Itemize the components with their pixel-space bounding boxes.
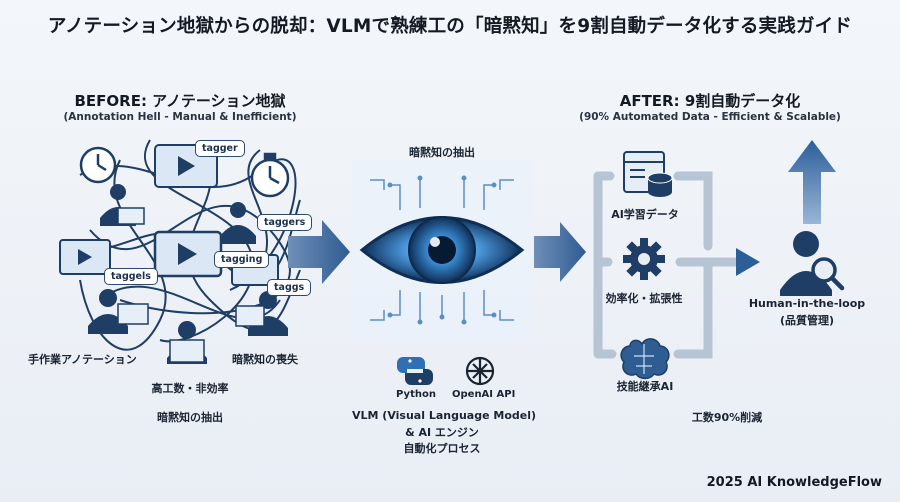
tag-chip: taggs [267, 279, 312, 296]
openai-label: OpenAI API [452, 389, 516, 400]
tag-chip: tagging [214, 251, 270, 268]
tag-chip: tagger [195, 140, 245, 157]
middle-bottom-line3: 自動化プロセス [403, 442, 481, 455]
label-skill-transfer-ai: 技能継承AI [616, 380, 674, 393]
middle-bottom-line2: & AI エンジン [405, 426, 479, 439]
human-in-loop-icon [780, 231, 845, 296]
label-high-cost: 高工数・非効率 [151, 382, 229, 395]
middle-bottom-line1: VLM (Visual Language Model) [352, 409, 537, 422]
vlm-eye-illustration [352, 160, 532, 340]
before-subheading: (Annotation Hell - Manual & Inefficient) [63, 111, 297, 123]
before-heading: BEFORE: アノテーション地獄 [74, 92, 286, 110]
before-bottom-label: 暗黙知の抽出 [157, 411, 223, 424]
python-label: Python [396, 389, 436, 400]
label-efficiency-scalability: 効率化・拡張性 [605, 292, 683, 305]
middle-top-label: 暗黙知の抽出 [409, 146, 475, 159]
growth-up-arrow [788, 140, 836, 224]
after-merge-arrow [736, 248, 760, 276]
after-heading: AFTER: 9割自動データ化 [619, 92, 801, 110]
flow-arrow-2 [534, 222, 586, 282]
label-tacit-knowledge-loss: 暗黙知の喪失 [232, 353, 298, 366]
database-icon [623, 151, 673, 197]
after-bottom-label: 工数90%削減 [691, 411, 763, 424]
clock-icon [79, 146, 117, 184]
after-subheading: (90% Automated Data - Efficient & Scalab… [579, 111, 841, 123]
stopwatch-icon [250, 152, 290, 198]
label-human-in-the-loop: Human-in-the-loop [748, 297, 866, 310]
flow-arrow-1 [288, 220, 350, 284]
gear-icon [623, 238, 665, 280]
label-quality-control: (品質管理) [779, 314, 835, 327]
openai-icon [465, 356, 495, 386]
label-manual-annotation: 手作業アノテーション [28, 353, 137, 366]
python-icon [397, 357, 433, 385]
tag-chip: taggels [104, 268, 158, 285]
brand-footer: 2025 AI KnowledgeFlow [706, 475, 882, 490]
tag-chip: taggers [257, 214, 313, 231]
label-ai-training-data: AI学習データ [611, 208, 679, 221]
page-title: アノテーション地獄からの脱却：VLMで熟練工の「暗黙知」を9割自動データ化する実… [47, 16, 853, 37]
worker-icon [88, 184, 288, 364]
after-flow-lines [593, 171, 745, 359]
brain-icon [620, 338, 670, 380]
